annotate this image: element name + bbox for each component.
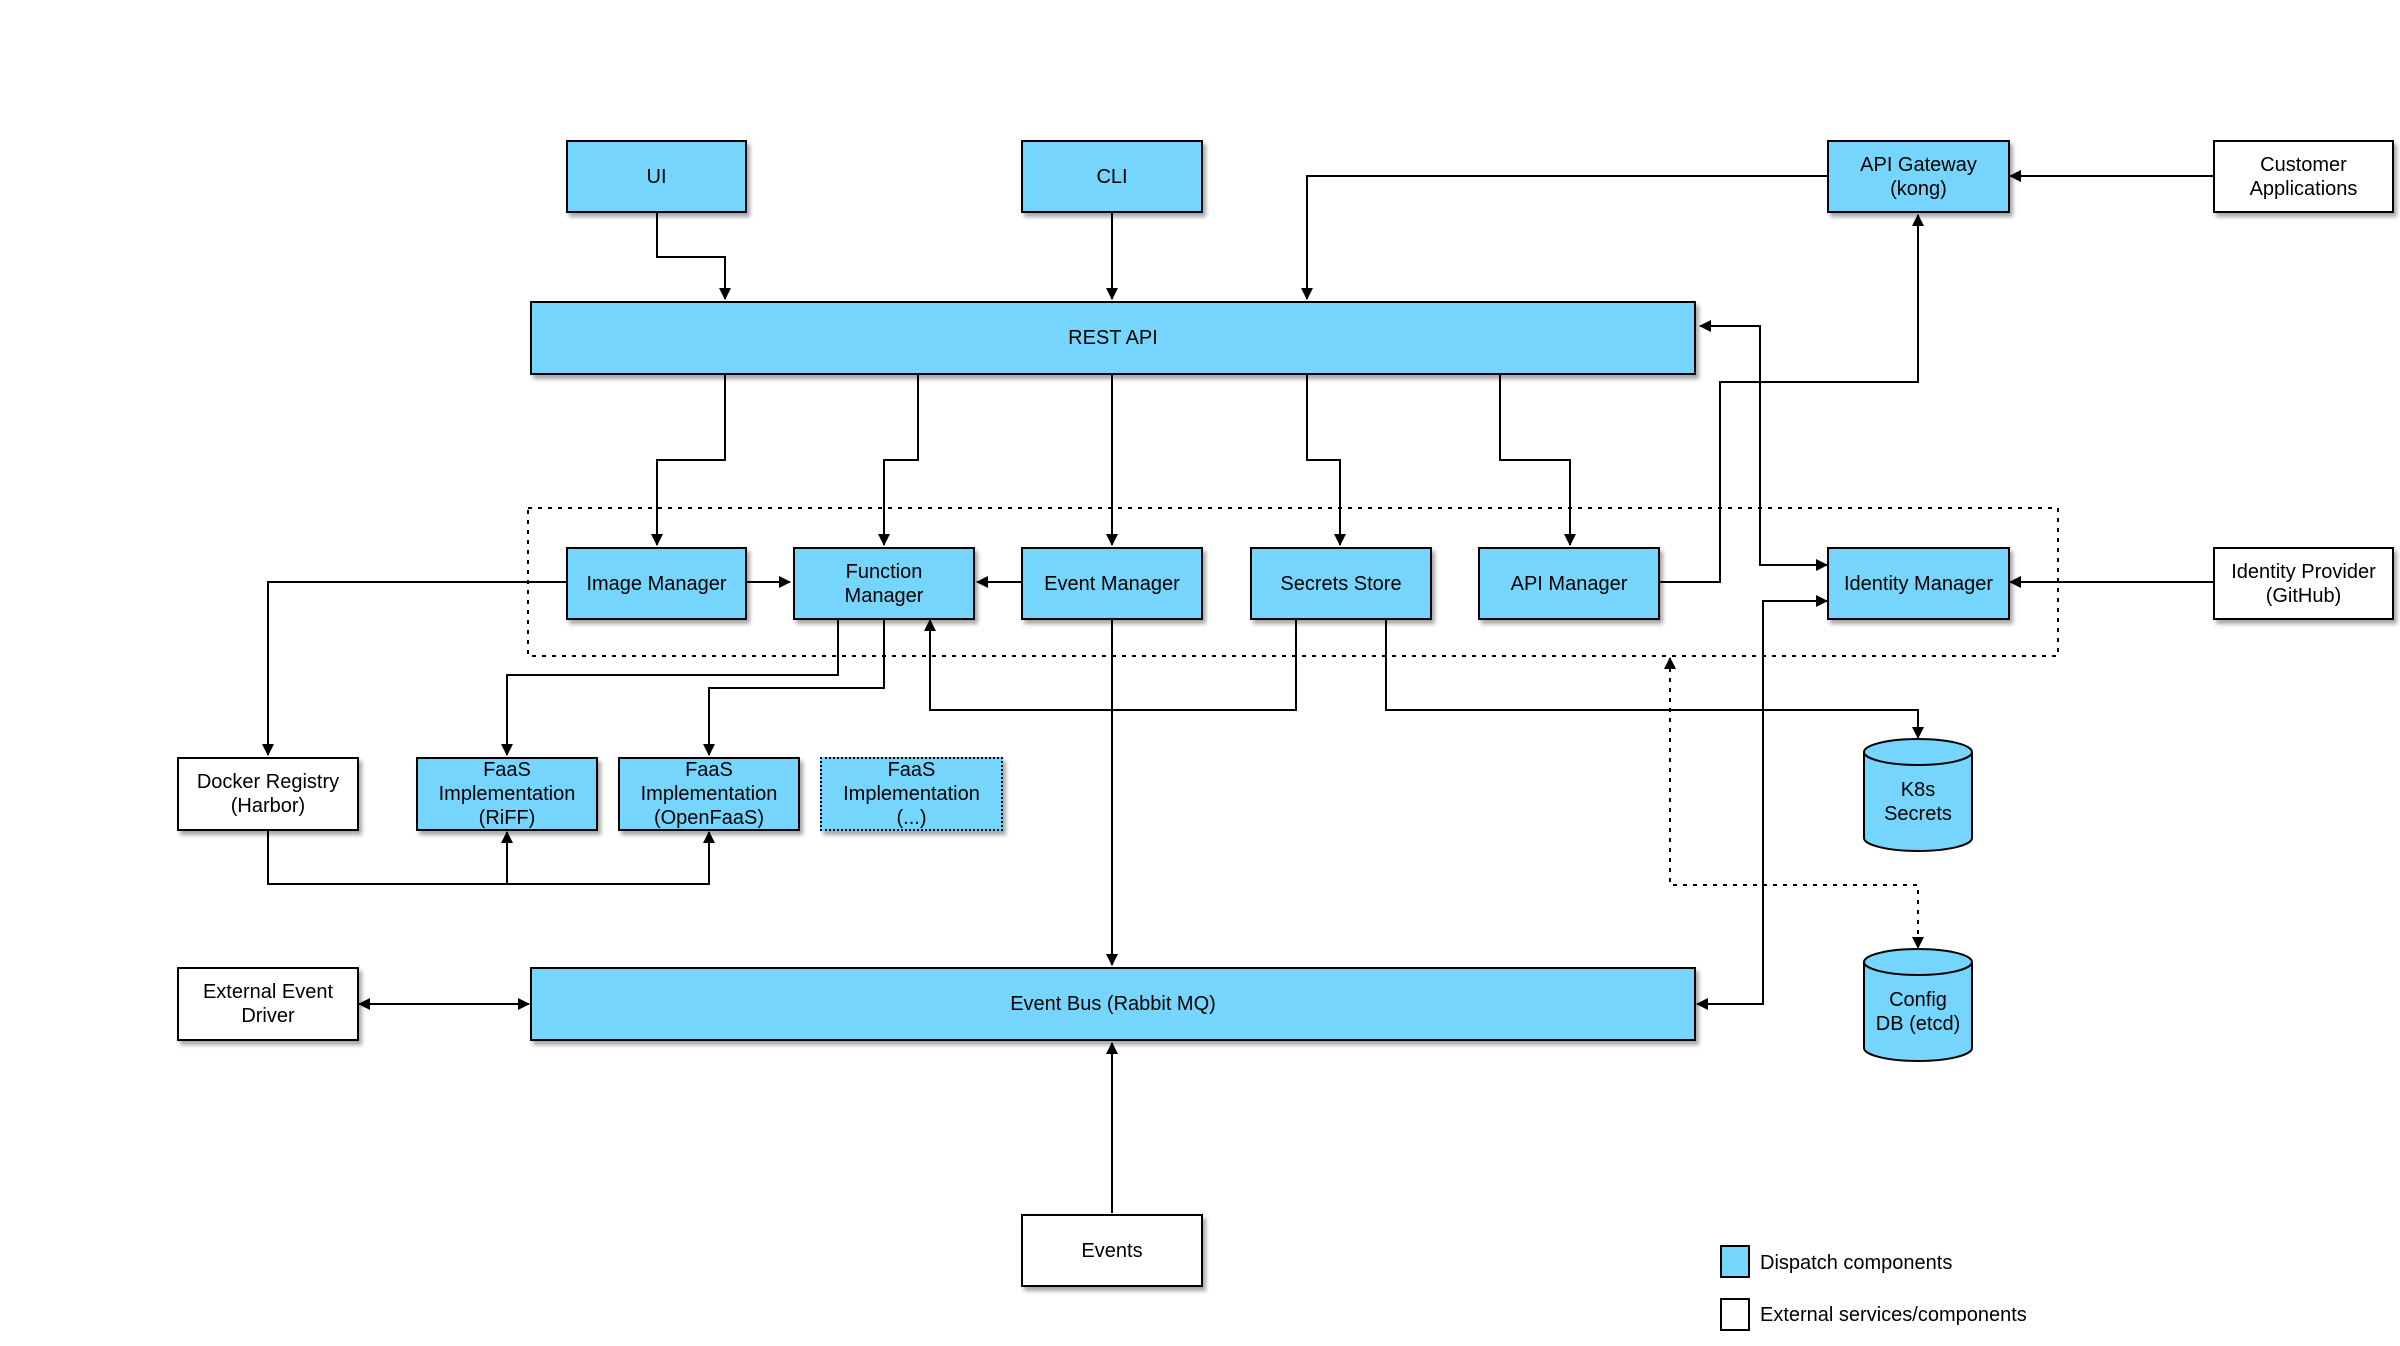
api-gateway-label: API Gateway (kong): [1860, 153, 1977, 200]
edge-rest-identity: [1699, 320, 1828, 571]
faas-riff-box: FaaS Implementation (RiFF): [416, 757, 598, 831]
function-manager-box: Function Manager: [793, 547, 975, 620]
events-box: Events: [1021, 1214, 1203, 1287]
secrets-store-label: Secrets Store: [1280, 572, 1402, 595]
edge-rest-function: [878, 375, 919, 546]
edge-docker-faas: [267, 831, 715, 885]
edge-rest-image: [651, 375, 726, 546]
legend-dispatch-swatch: [1720, 1245, 1750, 1278]
events-label: Events: [1081, 1239, 1143, 1262]
event-manager-label: Event Manager: [1044, 572, 1180, 595]
identity-manager-box: Identity Manager: [1827, 547, 2010, 620]
legend-external-swatch: [1720, 1298, 1750, 1331]
legend-external-label: External services/components: [1760, 1304, 2027, 1326]
image-manager-label: Image Manager: [586, 572, 727, 595]
edge-ui-rest: [656, 212, 731, 300]
k8s-secrets-cylinder: [1863, 738, 1973, 852]
identity-provider-label: Identity Provider (GitHub): [2231, 560, 2376, 607]
event-bus-box: Event Bus (Rabbit MQ): [530, 967, 1696, 1041]
faas-openfaas-box: FaaS Implementation (OpenFaaS): [618, 757, 800, 831]
secrets-store-box: Secrets Store: [1250, 547, 1432, 620]
edge-rest-apimanager: [1499, 375, 1576, 546]
edge-gateway-rest: [1301, 175, 1827, 300]
rest-api-label: REST API: [1068, 327, 1158, 349]
edge-function-riff: [501, 619, 839, 756]
legend-dispatch-label: Dispatch components: [1760, 1252, 1953, 1274]
rest-api-box: REST API: [530, 301, 1696, 375]
faas-openfaas-label: FaaS Implementation (OpenFaaS): [640, 759, 778, 829]
api-gateway-box: API Gateway (kong): [1827, 140, 2010, 213]
event-manager-box: Event Manager: [1021, 547, 1203, 620]
edge-rest-secrets: [1306, 375, 1346, 546]
docker-registry-label: Docker Registry (Harbor): [196, 771, 340, 817]
function-manager-label: Function Manager: [844, 560, 924, 607]
edge-group-config: [1664, 657, 1924, 949]
faas-riff-label: FaaS Implementation (RiFF): [438, 759, 576, 829]
identity-manager-label: Identity Manager: [1844, 572, 1993, 595]
ui-box: UI: [566, 140, 747, 213]
customer-apps-label: Customer Applications: [2249, 153, 2358, 200]
edge-secrets-k8s: [1385, 619, 1924, 739]
config-db-label: Config DB (etcd): [1875, 989, 1961, 1035]
api-manager-box: API Manager: [1478, 547, 1660, 620]
edge-image-docker: [262, 581, 567, 756]
identity-provider-box: Identity Provider (GitHub): [2213, 547, 2394, 620]
customer-apps-box: Customer Applications: [2213, 140, 2394, 213]
docker-registry-box: Docker Registry (Harbor): [177, 757, 359, 831]
image-manager-box: Image Manager: [566, 547, 747, 620]
faas-other-box: FaaS Implementation (...): [820, 757, 1003, 831]
edge-apimanager-gateway: [1659, 214, 1924, 583]
k8s-secrets-label: K8s Secrets: [1884, 779, 1952, 825]
edge-function-openfaas: [703, 619, 885, 756]
external-event-driver-box: External Event Driver: [177, 967, 359, 1041]
faas-other-label: FaaS Implementation (...): [843, 759, 980, 829]
api-manager-label: API Manager: [1510, 572, 1628, 595]
config-db-cylinder: [1863, 948, 1973, 1062]
cli-label: CLI: [1096, 165, 1128, 188]
ui-label: UI: [646, 165, 667, 188]
event-bus-label: Event Bus (Rabbit MQ): [1010, 993, 1216, 1015]
external-event-driver-label: External Event Driver: [202, 981, 334, 1027]
cli-box: CLI: [1021, 140, 1203, 213]
edge-bus-identity: [1696, 595, 1828, 1010]
